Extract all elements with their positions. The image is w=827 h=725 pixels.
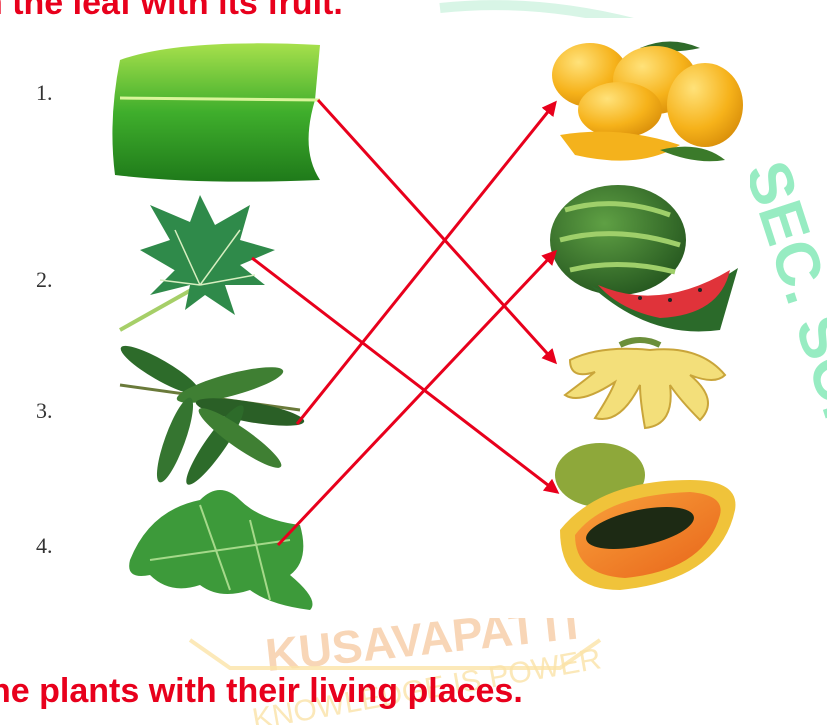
banana-leaf <box>112 43 320 181</box>
mango-fruit <box>552 42 743 162</box>
banana-fruit <box>565 340 725 428</box>
heading-bottom: he plants with their living places. <box>0 672 523 711</box>
arrow-leaf3-to-mango <box>297 103 555 424</box>
watermelon-leaf <box>129 490 312 610</box>
arrow-leaf1-to-banana <box>318 100 555 362</box>
mango-leaf <box>116 339 306 490</box>
watermelon-fruit <box>550 185 738 332</box>
papaya-leaf <box>120 195 275 330</box>
arrow-leaf4-to-watermelon <box>278 252 555 545</box>
arrow-leaf2-to-papaya <box>252 258 557 492</box>
papaya-fruit <box>555 443 735 590</box>
